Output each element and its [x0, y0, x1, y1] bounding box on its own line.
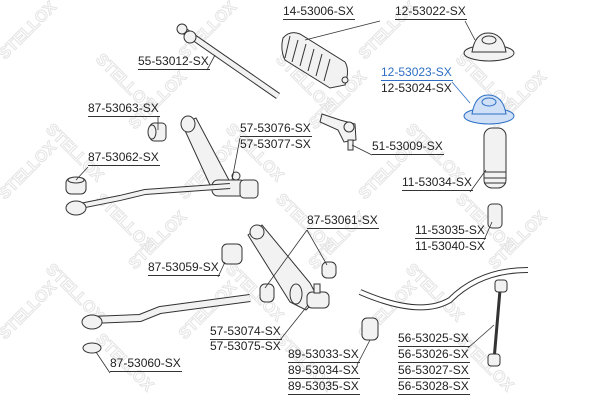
- part-label[interactable]: 57-53077-SX: [240, 137, 311, 151]
- lower-arm-part: [81, 224, 337, 354]
- part-label[interactable]: 89-53035-SX: [288, 379, 360, 395]
- part-label[interactable]: 55-53012-SX: [138, 54, 210, 70]
- part-label[interactable]: 56-53025-SX: [398, 331, 470, 347]
- bump-stop-part: [487, 203, 503, 229]
- dust-boot-part: [483, 127, 507, 189]
- part-label[interactable]: 87-53063-SX: [88, 101, 160, 117]
- upper-control-arm-part: [65, 115, 259, 216]
- part-label[interactable]: 57-53074-SX: [210, 324, 282, 340]
- part-label-highlighted[interactable]: 12-53023-SX: [381, 65, 453, 81]
- part-label[interactable]: 57-53075-SX: [210, 339, 281, 353]
- tie-rod-end-part: [319, 113, 357, 151]
- part-label[interactable]: 89-53033-SX: [288, 347, 360, 363]
- part-label[interactable]: 56-53028-SX: [398, 379, 470, 395]
- part-label[interactable]: 56-53026-SX: [398, 347, 470, 363]
- bushing-87-53062-part: [65, 176, 87, 195]
- part-label[interactable]: 56-53027-SX: [398, 363, 470, 379]
- bushing-87-53063-part: [147, 122, 167, 142]
- stabilizer-link-part: [487, 279, 508, 367]
- part-label[interactable]: 87-53059-SX: [148, 260, 220, 276]
- part-label[interactable]: 89-53034-SX: [288, 363, 360, 379]
- tie-rod-boot-part: [281, 32, 349, 89]
- part-label[interactable]: 87-53060-SX: [110, 356, 182, 372]
- strut-mount-highlight-part: [463, 94, 515, 125]
- part-label[interactable]: 14-53006-SX: [283, 4, 355, 20]
- part-label[interactable]: 11-53040-SX: [415, 239, 485, 253]
- part-label[interactable]: 11-53034-SX: [402, 175, 473, 191]
- part-label[interactable]: 87-53062-SX: [88, 150, 160, 166]
- part-label[interactable]: 11-53035-SX: [415, 223, 486, 239]
- part-label[interactable]: 57-53076-SX: [240, 121, 312, 137]
- part-label[interactable]: 12-53022-SX: [395, 4, 467, 20]
- leader-lines: [75, 20, 495, 374]
- part-label[interactable]: 51-53009-SX: [372, 139, 444, 155]
- part-label[interactable]: 12-53024-SX: [381, 81, 452, 95]
- strut-mount-top-part: [463, 32, 515, 62]
- inner-tie-rod-part: [176, 23, 280, 99]
- part-label[interactable]: 87-53061-SX: [307, 213, 379, 229]
